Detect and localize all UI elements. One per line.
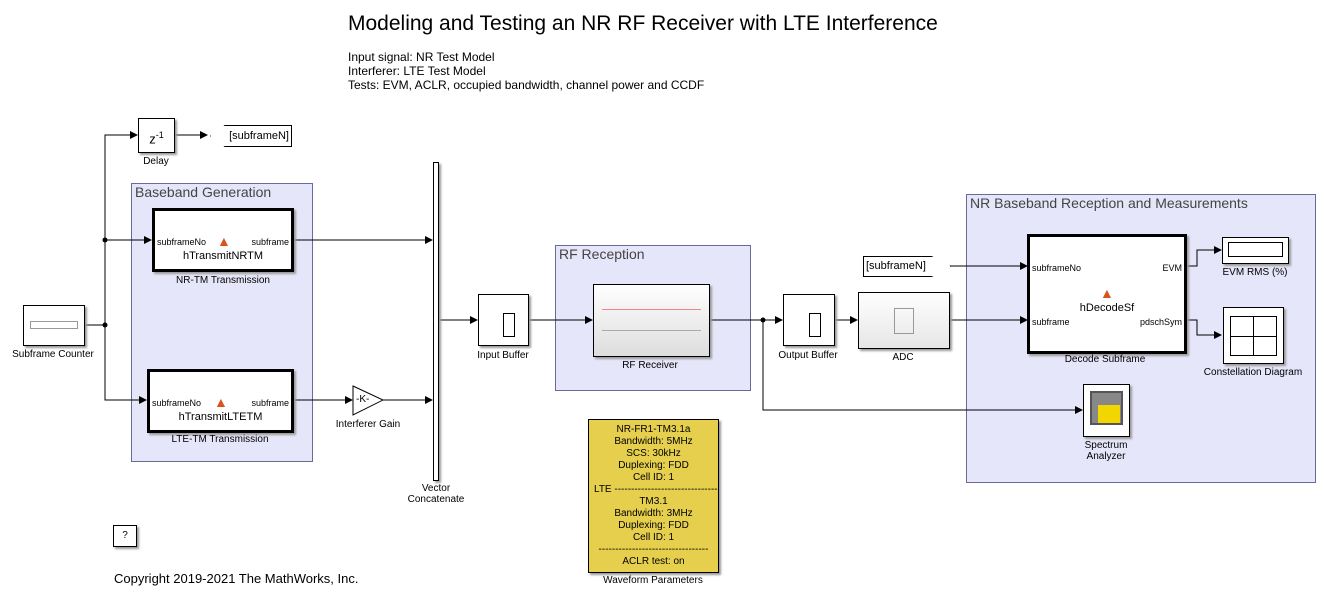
help-button[interactable]: ? (113, 525, 137, 547)
ltetm-label: LTE-TM Transmission (171, 434, 269, 445)
port-out: subframe (251, 398, 289, 408)
copyright: Copyright 2019-2021 The MathWorks, Inc. (114, 571, 359, 586)
waveform-parameters-block[interactable]: NR-FR1-TM3.1a Bandwidth: 5MHz SCS: 30kHz… (588, 419, 719, 573)
waveform-line: LTE ------------------------------- (594, 484, 718, 495)
vector-concatenate-block[interactable] (433, 162, 439, 481)
matlab-icon: ▲ (214, 394, 228, 410)
desc-line: Interferer: LTE Test Model (348, 64, 486, 78)
delay-block[interactable]: z-1 (138, 118, 175, 153)
waveform-line: --------------------------------- (598, 544, 709, 555)
decode-subframe-block[interactable]: subframeNo subframe EVM pdschSym ▲ hDeco… (1027, 234, 1187, 354)
port-in: subframeNo (157, 237, 207, 247)
waveform-line: Cell ID: 1 (632, 532, 675, 543)
input-buffer-block[interactable] (478, 294, 529, 346)
waveform-line: Bandwidth: 3MHz (614, 508, 693, 519)
function-name: hTransmitNRTM (182, 250, 264, 262)
area-title: RF Reception (559, 246, 645, 262)
constellation-icon (1230, 316, 1277, 356)
nrtm-label: NR-TM Transmission (176, 275, 270, 286)
adc-block[interactable] (858, 292, 950, 349)
goto-subframeN[interactable]: [subframeN] (210, 125, 292, 147)
waveform-line: ACLR test: on (622, 556, 685, 567)
port-in: subframeNo (152, 398, 202, 408)
from-subframeN[interactable]: [subframeN] (863, 256, 951, 277)
rf-receiver-block[interactable] (593, 284, 710, 357)
output-buffer-block[interactable] (783, 294, 835, 346)
from-tag-text: [subframeN] (866, 260, 926, 272)
subframe-counter-block[interactable] (23, 305, 85, 346)
gain-label: Interferer Gain (335, 419, 401, 430)
adc-label: ADC (892, 352, 914, 363)
nrtm-block[interactable]: subframeNo subframe ▲ hTransmitNRTM (152, 208, 294, 272)
function-name: hTransmitLTETM (178, 411, 263, 423)
constellation-diagram-label: Constellation Diagram (1203, 367, 1303, 378)
area-title: NR Baseband Reception and Measurements (970, 195, 1248, 211)
port-in-subframeNo: subframeNo (1032, 263, 1082, 273)
input-buffer-label: Input Buffer (477, 350, 529, 361)
evm-display-block[interactable] (1222, 237, 1289, 264)
rf-receiver-label: RF Receiver (622, 360, 678, 371)
decode-subframe-label: Decode Subframe (1064, 354, 1146, 365)
area-title: Baseband Generation (135, 184, 272, 200)
desc-line: Tests: EVM, ACLR, occupied bandwidth, ch… (348, 78, 705, 92)
spectrum-icon (1090, 391, 1123, 425)
constellation-diagram-block[interactable] (1223, 307, 1284, 364)
spectrum-analyzer-block[interactable] (1083, 384, 1130, 437)
adc-icon (894, 308, 914, 334)
waveform-line: Duplexing: FDD (618, 460, 689, 471)
delay-label: Delay (143, 156, 169, 167)
display-field (1228, 242, 1283, 257)
port-out-evm: EVM (1162, 263, 1182, 273)
waveform-line: TM3.1 (639, 496, 668, 507)
waveform-line: Bandwidth: 5MHz (614, 436, 693, 447)
gain-glyph[interactable]: -K- (356, 394, 370, 405)
buffer-icon (809, 313, 821, 337)
goto-tag-text: [subframeN] (229, 130, 289, 142)
vector-concatenate-label: Vector Concatenate (407, 483, 465, 505)
counter-icon (30, 321, 78, 329)
matlab-icon: ▲ (1100, 285, 1114, 301)
evm-display-label: EVM RMS (%) (1222, 267, 1288, 278)
waveform-line: Duplexing: FDD (618, 520, 689, 531)
buffer-icon (503, 313, 515, 337)
port-in-subframe: subframe (1032, 317, 1070, 327)
port-out: subframe (251, 237, 289, 247)
matlab-icon: ▲ (217, 233, 231, 249)
waveform-parameters-label: Waveform Parameters (603, 575, 703, 586)
waveform-line: SCS: 30kHz (626, 448, 681, 459)
rf-circuit-icon (602, 309, 701, 331)
subframe-counter-label: Subframe Counter (12, 349, 94, 360)
output-buffer-label: Output Buffer (778, 350, 838, 361)
ltetm-block[interactable]: subframeNo subframe ▲ hTransmitLTETM (147, 369, 294, 433)
waveform-line: Cell ID: 1 (632, 472, 675, 483)
model-description: Input signal: NR Test Model Interferer: … (348, 50, 704, 92)
model-title: Modeling and Testing an NR RF Receiver w… (348, 12, 938, 35)
function-name: hDecodeSf (1079, 302, 1135, 314)
desc-line: Input signal: NR Test Model (348, 50, 495, 64)
waveform-line: NR-FR1-TM3.1a (616, 424, 691, 435)
spectrum-analyzer-label: Spectrum Analyzer (1084, 440, 1128, 462)
port-out-pdschSym: pdschSym (1139, 317, 1182, 327)
delay-glyph: z (149, 131, 156, 147)
delay-exponent: -1 (155, 130, 164, 140)
